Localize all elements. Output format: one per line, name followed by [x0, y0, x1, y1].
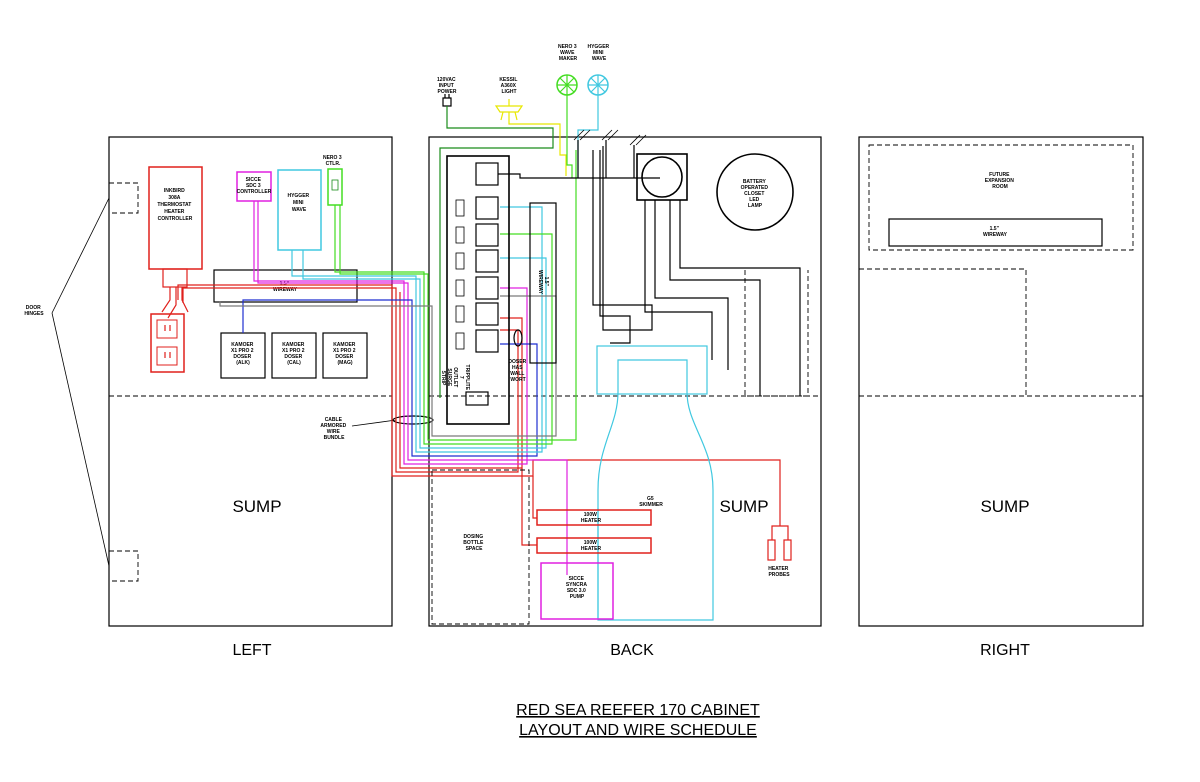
upper-hinge: [108, 182, 139, 214]
doser-cal-label: KAMOER X1 PRO 2 DOSER (CAL): [282, 342, 306, 366]
back-wireway: [529, 202, 557, 364]
input-power-label: 120VAC INPUT POWER: [437, 77, 457, 95]
heater-probes-label: HEATER PROBES: [768, 566, 790, 578]
expansion-room-label: FUTURE EXPANSION ROOM: [985, 172, 1015, 190]
hygger-wave-controller: [277, 169, 322, 251]
doser-note-label: DOSER HAS WALL WORT: [508, 359, 527, 383]
hygger-wave-label: HYGGER MINI WAVE: [287, 193, 310, 213]
inkbird-outlets: [150, 313, 185, 373]
nero-wave-cord: [566, 95, 573, 178]
hinge-leader-bottom: [51, 312, 110, 567]
hygger-mini-wave-icon: [587, 74, 609, 96]
kessil-label: KESSIL A360X LIGHT: [499, 77, 518, 95]
sicce-controller-label: SICCE SDC 3 CONTROLLER: [237, 177, 272, 195]
title-line-1: RED SEA REEFER 170 CABINET: [516, 702, 760, 719]
nero-wave-maker-icon: [556, 74, 578, 96]
back-wireway-label: 1.5" WIREWAY: [537, 270, 549, 295]
doser-mag: [322, 332, 368, 379]
right-wireway: [888, 218, 1103, 247]
nero-controller-label: NERO 3 CTLR.: [323, 155, 343, 167]
inkbird-label: INKBIRD 308A THERMOSTAT HEATER CONTROLLE…: [157, 188, 192, 222]
power-plug-icon: [442, 94, 452, 107]
sump-left-label: SUMP: [232, 497, 281, 516]
kessil-light-icon: [494, 105, 524, 121]
inkbird-outlet-2: [156, 346, 178, 366]
input-power-cord: [439, 106, 554, 398]
back-panel-outline: [428, 136, 822, 627]
dosing-bottle-space: [431, 469, 530, 625]
surge-strip: [446, 155, 510, 425]
inkbird-outlet-1: [156, 319, 178, 339]
battery-lamp: [716, 153, 794, 231]
title-line-2: LAYOUT AND WIRE SCHEDULE: [519, 722, 757, 739]
dosing-space-label: DOSING BOTTLE SPACE: [463, 534, 484, 552]
left-wireway-label: 1.5" WIREWAY: [273, 281, 298, 293]
syncra-pump-label: SICCE SYNCRA SDC 3.0 PUMP: [566, 576, 588, 600]
heater-2-label: 100W HEATER: [581, 540, 602, 552]
right-panel-label: RIGHT: [980, 642, 1030, 659]
hinge-leader-top: [51, 197, 110, 314]
nero-controller-button: [331, 179, 339, 191]
doser-alk-label: KAMOER X1 PRO 2 DOSER (ALK): [231, 342, 255, 366]
battery-lamp-label: BATTERY OPERATED CLOSET LED LAMP: [741, 179, 770, 209]
heater-probes: [767, 520, 792, 561]
skimmer: [596, 345, 714, 621]
left-wireway: [213, 269, 358, 303]
heater-cords: [521, 468, 537, 546]
kessil-cord: [508, 99, 567, 176]
nero-wave-label: NERO 3 WAVE MAKER: [558, 44, 578, 62]
skimmer-label: G5 SKIMMER: [639, 496, 663, 508]
inkbird-plug: [162, 268, 188, 288]
left-panel-label: LEFT: [232, 642, 271, 659]
sump-right-label: SUMP: [980, 497, 1029, 516]
expansion-room: [868, 144, 1134, 251]
nero-controller: [327, 168, 343, 206]
cable-bundle-ellipse: [392, 415, 434, 425]
lower-hinge: [108, 550, 139, 582]
hygger-wave-top-label: HYGGER MINI WAVE: [587, 44, 610, 62]
doser-wall-wort: [513, 329, 523, 347]
cable-bundle-label: CABLE ARMORED WIRE BUNDLE: [320, 417, 347, 441]
right-future-area: [859, 268, 1027, 396]
surge-strip-outlets: [455, 162, 499, 406]
surge-strip-label: TRIPPLITE 7 OUTLET SURGE STRIP: [440, 365, 470, 392]
door-hinges-label: DOOR HINGES: [24, 305, 44, 317]
doser-mag-label: KAMOER X1 PRO 2 DOSER (MAG): [333, 342, 357, 366]
syncra-pump: [540, 562, 614, 620]
left-panel-outline: [108, 136, 393, 627]
sump-back-label: SUMP: [719, 497, 768, 516]
inkbird-outlet-slots: [164, 325, 171, 358]
right-panel-outline: [858, 136, 1144, 627]
heater-1-label: 100W HEATER: [581, 512, 602, 524]
cord-break-marks: [573, 129, 647, 146]
plumbing-lines: [592, 146, 809, 397]
doser-cal: [271, 332, 317, 379]
back-panel-label: BACK: [610, 642, 654, 659]
right-wireway-label: 1.5" WIREWAY: [983, 226, 1008, 238]
cable-bundle-leader: [351, 419, 397, 427]
upper-power-cords: [498, 140, 660, 179]
